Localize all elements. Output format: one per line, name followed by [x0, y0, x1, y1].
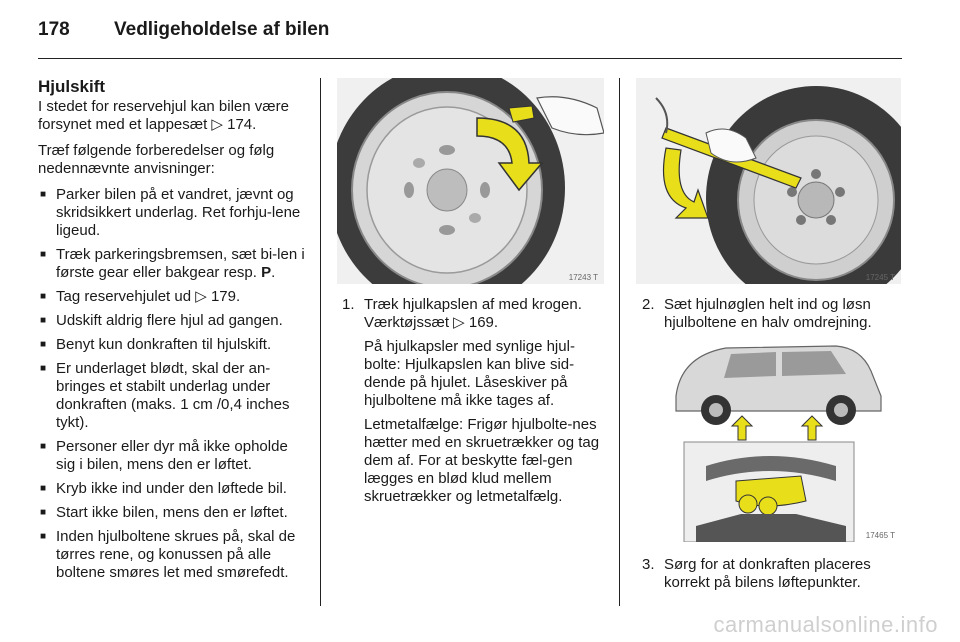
column-divider-2 [619, 78, 620, 606]
step-text: Træk hjulkapslen af med krogen. Værktøjs… [364, 296, 582, 331]
list-item-period: . [271, 264, 276, 281]
jack-illustration: 17465 T [636, 336, 901, 542]
step-text: Sørg for at donkraften placeres korrekt … [664, 556, 871, 591]
list-item-text: Træk parkeringsbremsen, sæt bi-len i før… [56, 246, 305, 281]
step-text: På hjulkapsler med synlige hjul-bolte: H… [364, 338, 575, 409]
list-item: Start ikke bilen, mens den er løftet. [38, 504, 306, 522]
list-item: Tag reservehjulet ud ▷ 179. [38, 288, 306, 306]
preparation-paragraph: Træf følgende forberedelser og følg nede… [38, 142, 275, 177]
step-number: 2. [642, 296, 655, 313]
list-item: Kryb ikke ind under den løftede bil. [38, 480, 306, 498]
gear-symbol: P [261, 264, 272, 281]
section-heading: Hjulskift [38, 77, 106, 96]
column-divider-1 [320, 78, 321, 606]
step-1: 1. Træk hjulkapslen af med krogen. Værkt… [342, 296, 606, 512]
jack-drawing [675, 345, 882, 542]
list-item: Personer eller dyr må ikke opholde sig i… [38, 438, 306, 474]
list-item: Udskift aldrig flere hjul ad gangen. [38, 312, 306, 330]
wrench-drawing [636, 78, 901, 284]
illustration-code: 17465 T [865, 531, 895, 540]
wheel-cap-illustration: 17243 T [337, 78, 604, 284]
intro-paragraph: I stedet for reservehjul kan bilen være … [38, 98, 289, 133]
text-column-1: Hjulskift I stedet for reservehjul kan b… [38, 76, 306, 588]
step-number: 1. [342, 296, 355, 313]
list-item: Parker bilen på et vandret, jævnt og skr… [38, 186, 306, 240]
step-3: 3. Sørg for at donkraften placeres korre… [642, 556, 904, 598]
illustration-code: 17245 T [865, 273, 895, 282]
step-2: 2. Sæt hjulnøglen helt ind og løsn hjulb… [642, 296, 904, 338]
list-item: Inden hjulboltene skrues på, skal de tør… [38, 528, 306, 582]
step-text: Sæt hjulnøglen helt ind og løsn hjulbolt… [664, 296, 872, 331]
list-item: Benyt kun donkraften til hjulskift. [38, 336, 306, 354]
step-text: Letmetalfælge: Frigør hjulbolte-nes hætt… [364, 416, 600, 505]
page-header: 178 Vedligeholdelse af bilen [38, 14, 329, 46]
wheel-cap-drawing [337, 78, 604, 284]
watermark: carmanualsonline.info [713, 612, 938, 637]
list-item: Er underlaget blødt, skal der an-bringes… [38, 360, 306, 432]
header-rule [38, 58, 902, 59]
page-number: 178 [38, 19, 70, 40]
list-item: Træk parkeringsbremsen, sæt bi-len i før… [38, 246, 306, 282]
wrench-illustration: 17245 T [636, 78, 901, 284]
illustration-code: 17243 T [568, 273, 598, 282]
step-number: 3. [642, 556, 655, 573]
instruction-list: Parker bilen på et vandret, jævnt og skr… [38, 186, 306, 582]
page-title: Vedligeholdelse af bilen [114, 19, 330, 40]
